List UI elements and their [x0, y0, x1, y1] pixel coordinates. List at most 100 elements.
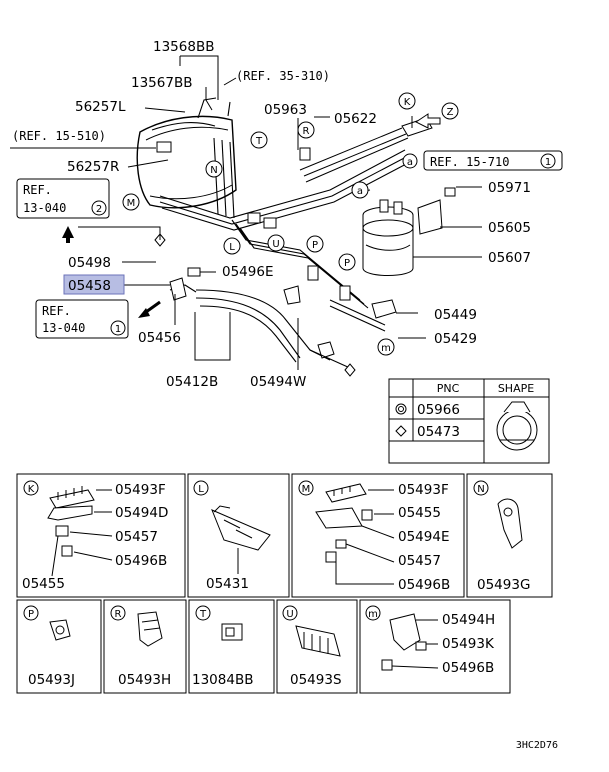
- inset-r: R 05493H: [110, 605, 171, 688]
- ref-13-040-2-b: 13-040: [23, 201, 66, 215]
- label-05429: 05429: [434, 331, 477, 347]
- diagram-code: 3HC2D76: [516, 740, 558, 751]
- inset-mlow-05496b: 05496B: [442, 660, 494, 676]
- inset-mlow-05493k: 05493K: [442, 636, 495, 652]
- inset-r-05493h: 05493H: [118, 672, 171, 688]
- label-56257r: 56257R: [67, 159, 119, 175]
- inset-n-tag: N: [477, 484, 484, 495]
- arrows: [62, 113, 441, 318]
- hose-clamp-shape-icon: [496, 401, 538, 451]
- inset-k-05496b: 05496B: [115, 553, 167, 569]
- inset-m-05494e: 05494E: [398, 529, 449, 545]
- inset-k-tag: K: [28, 484, 35, 495]
- callout-p-1: P: [312, 240, 318, 251]
- callout-m-lower: m: [381, 343, 391, 354]
- ref-15-710[interactable]: a REF. 15-710 1: [402, 150, 563, 171]
- fuel-tank-outline: [136, 115, 237, 209]
- ref-13-040-1-num: 1: [115, 324, 121, 335]
- inset-n-05493g: 05493G: [477, 577, 530, 593]
- inset-u: U 05493S: [282, 605, 342, 688]
- inset-m-05457: 05457: [398, 553, 441, 569]
- inset-k-05455: 05455: [22, 576, 65, 592]
- inset-frames-row2: [16, 599, 511, 694]
- label-05458[interactable]: 05458: [68, 278, 111, 294]
- ref-15-710-num: 1: [545, 157, 551, 168]
- inset-l-tag: L: [198, 484, 204, 495]
- label-05971: 05971: [488, 180, 531, 196]
- table-row-05966: 05966: [417, 402, 460, 418]
- callout-k: K: [404, 97, 411, 108]
- lower-hoses: [169, 284, 397, 369]
- label-05449: 05449: [434, 307, 477, 323]
- callout-r: R: [303, 126, 310, 137]
- label-13567bb: 13567BB: [131, 75, 192, 91]
- table-header-pnc: PNC: [437, 382, 460, 395]
- pnc-shape-table: PNC SHAPE 05966 05473: [388, 378, 550, 464]
- inset-m-05455: 05455: [398, 505, 441, 521]
- ref-13-040-1-a: REF.: [42, 304, 71, 318]
- inset-k-05494d: 05494D: [115, 505, 168, 521]
- label-05496e: 05496E: [222, 264, 273, 280]
- ref-15-710-text: REF. 15-710: [430, 155, 509, 169]
- label-05607: 05607: [488, 250, 531, 266]
- inset-m-lower: m 05494H 05493K 05496B: [365, 605, 495, 676]
- inset-m-05496b: 05496B: [398, 577, 450, 593]
- canister: [362, 199, 443, 276]
- inset-l: L 05431: [193, 480, 271, 592]
- inset-u-tag: U: [286, 609, 293, 620]
- inset-k-05457: 05457: [115, 529, 158, 545]
- inset-n: N 05493G: [473, 480, 530, 593]
- label-05456: 05456: [138, 330, 181, 346]
- inset-p: P 05493J: [23, 605, 75, 688]
- callout-t: T: [255, 136, 263, 147]
- ref-15-510[interactable]: (REF. 15-510): [12, 129, 106, 143]
- inset-t-tag: T: [199, 609, 207, 620]
- inset-m-tag: M: [302, 484, 311, 495]
- table-header-shape: SHAPE: [498, 382, 534, 395]
- callout-p-2: P: [344, 258, 350, 269]
- leader-lines: [10, 55, 482, 370]
- callout-l: L: [229, 242, 235, 253]
- part-labels: 13568BB 13567BB (REF. 35-310) 56257L 059…: [12, 39, 531, 390]
- ref-13-040-1-b: 13-040: [42, 321, 85, 335]
- inset-k: K 05493F 05494D 05457 05496B 05455: [22, 480, 168, 592]
- inset-m-05493f: 05493F: [398, 482, 449, 498]
- ref-13-040-2-a: REF.: [23, 183, 52, 197]
- inset-t-13084bb: 13084BB: [192, 672, 253, 688]
- label-05494w: 05494W: [250, 374, 306, 390]
- ref-callout-a: a: [407, 157, 413, 168]
- table-row-05473: 05473: [417, 424, 460, 440]
- inset-k-05493f: 05493F: [115, 482, 166, 498]
- inset-mlow-05494h: 05494H: [442, 612, 495, 628]
- ref-13-040-1[interactable]: REF. 13-040 1: [35, 299, 129, 339]
- inset-t: T 13084BB: [192, 605, 253, 688]
- inset-p-tag: P: [28, 609, 34, 620]
- inset-m: M 05493F 05455 05494E 05457 05496B: [298, 480, 450, 593]
- inset-r-tag: R: [115, 609, 122, 620]
- fuel-line-bundle: [151, 97, 411, 309]
- callout-a: a: [357, 186, 363, 197]
- inset-p-05493j: 05493J: [28, 672, 75, 688]
- inset-u-05493s: 05493S: [290, 672, 342, 688]
- label-13568bb: 13568BB: [153, 39, 214, 55]
- inset-frames-row1: [16, 473, 553, 598]
- label-05498: 05498: [68, 255, 111, 271]
- highlighted-part-05458[interactable]: 05458: [63, 274, 125, 295]
- callout-z: Z: [447, 107, 454, 118]
- callout-u: U: [272, 239, 279, 250]
- ref-13-040-2[interactable]: REF. 13-040 2: [16, 178, 110, 219]
- main-callouts: K Z R a T N M L U P P m: [122, 92, 459, 356]
- inset-mlow-tag: m: [368, 609, 378, 620]
- ref-13-040-2-num: 2: [96, 204, 102, 215]
- label-56257l: 56257L: [75, 99, 126, 115]
- label-05963: 05963: [264, 102, 307, 118]
- label-05605: 05605: [488, 220, 531, 236]
- callout-m-upper: M: [127, 198, 136, 209]
- callout-n: N: [210, 165, 217, 176]
- label-05412b: 05412B: [166, 374, 218, 390]
- inset-l-05431: 05431: [206, 576, 249, 592]
- ref-35-310[interactable]: (REF. 35-310): [236, 69, 330, 83]
- label-05622: 05622: [334, 111, 377, 127]
